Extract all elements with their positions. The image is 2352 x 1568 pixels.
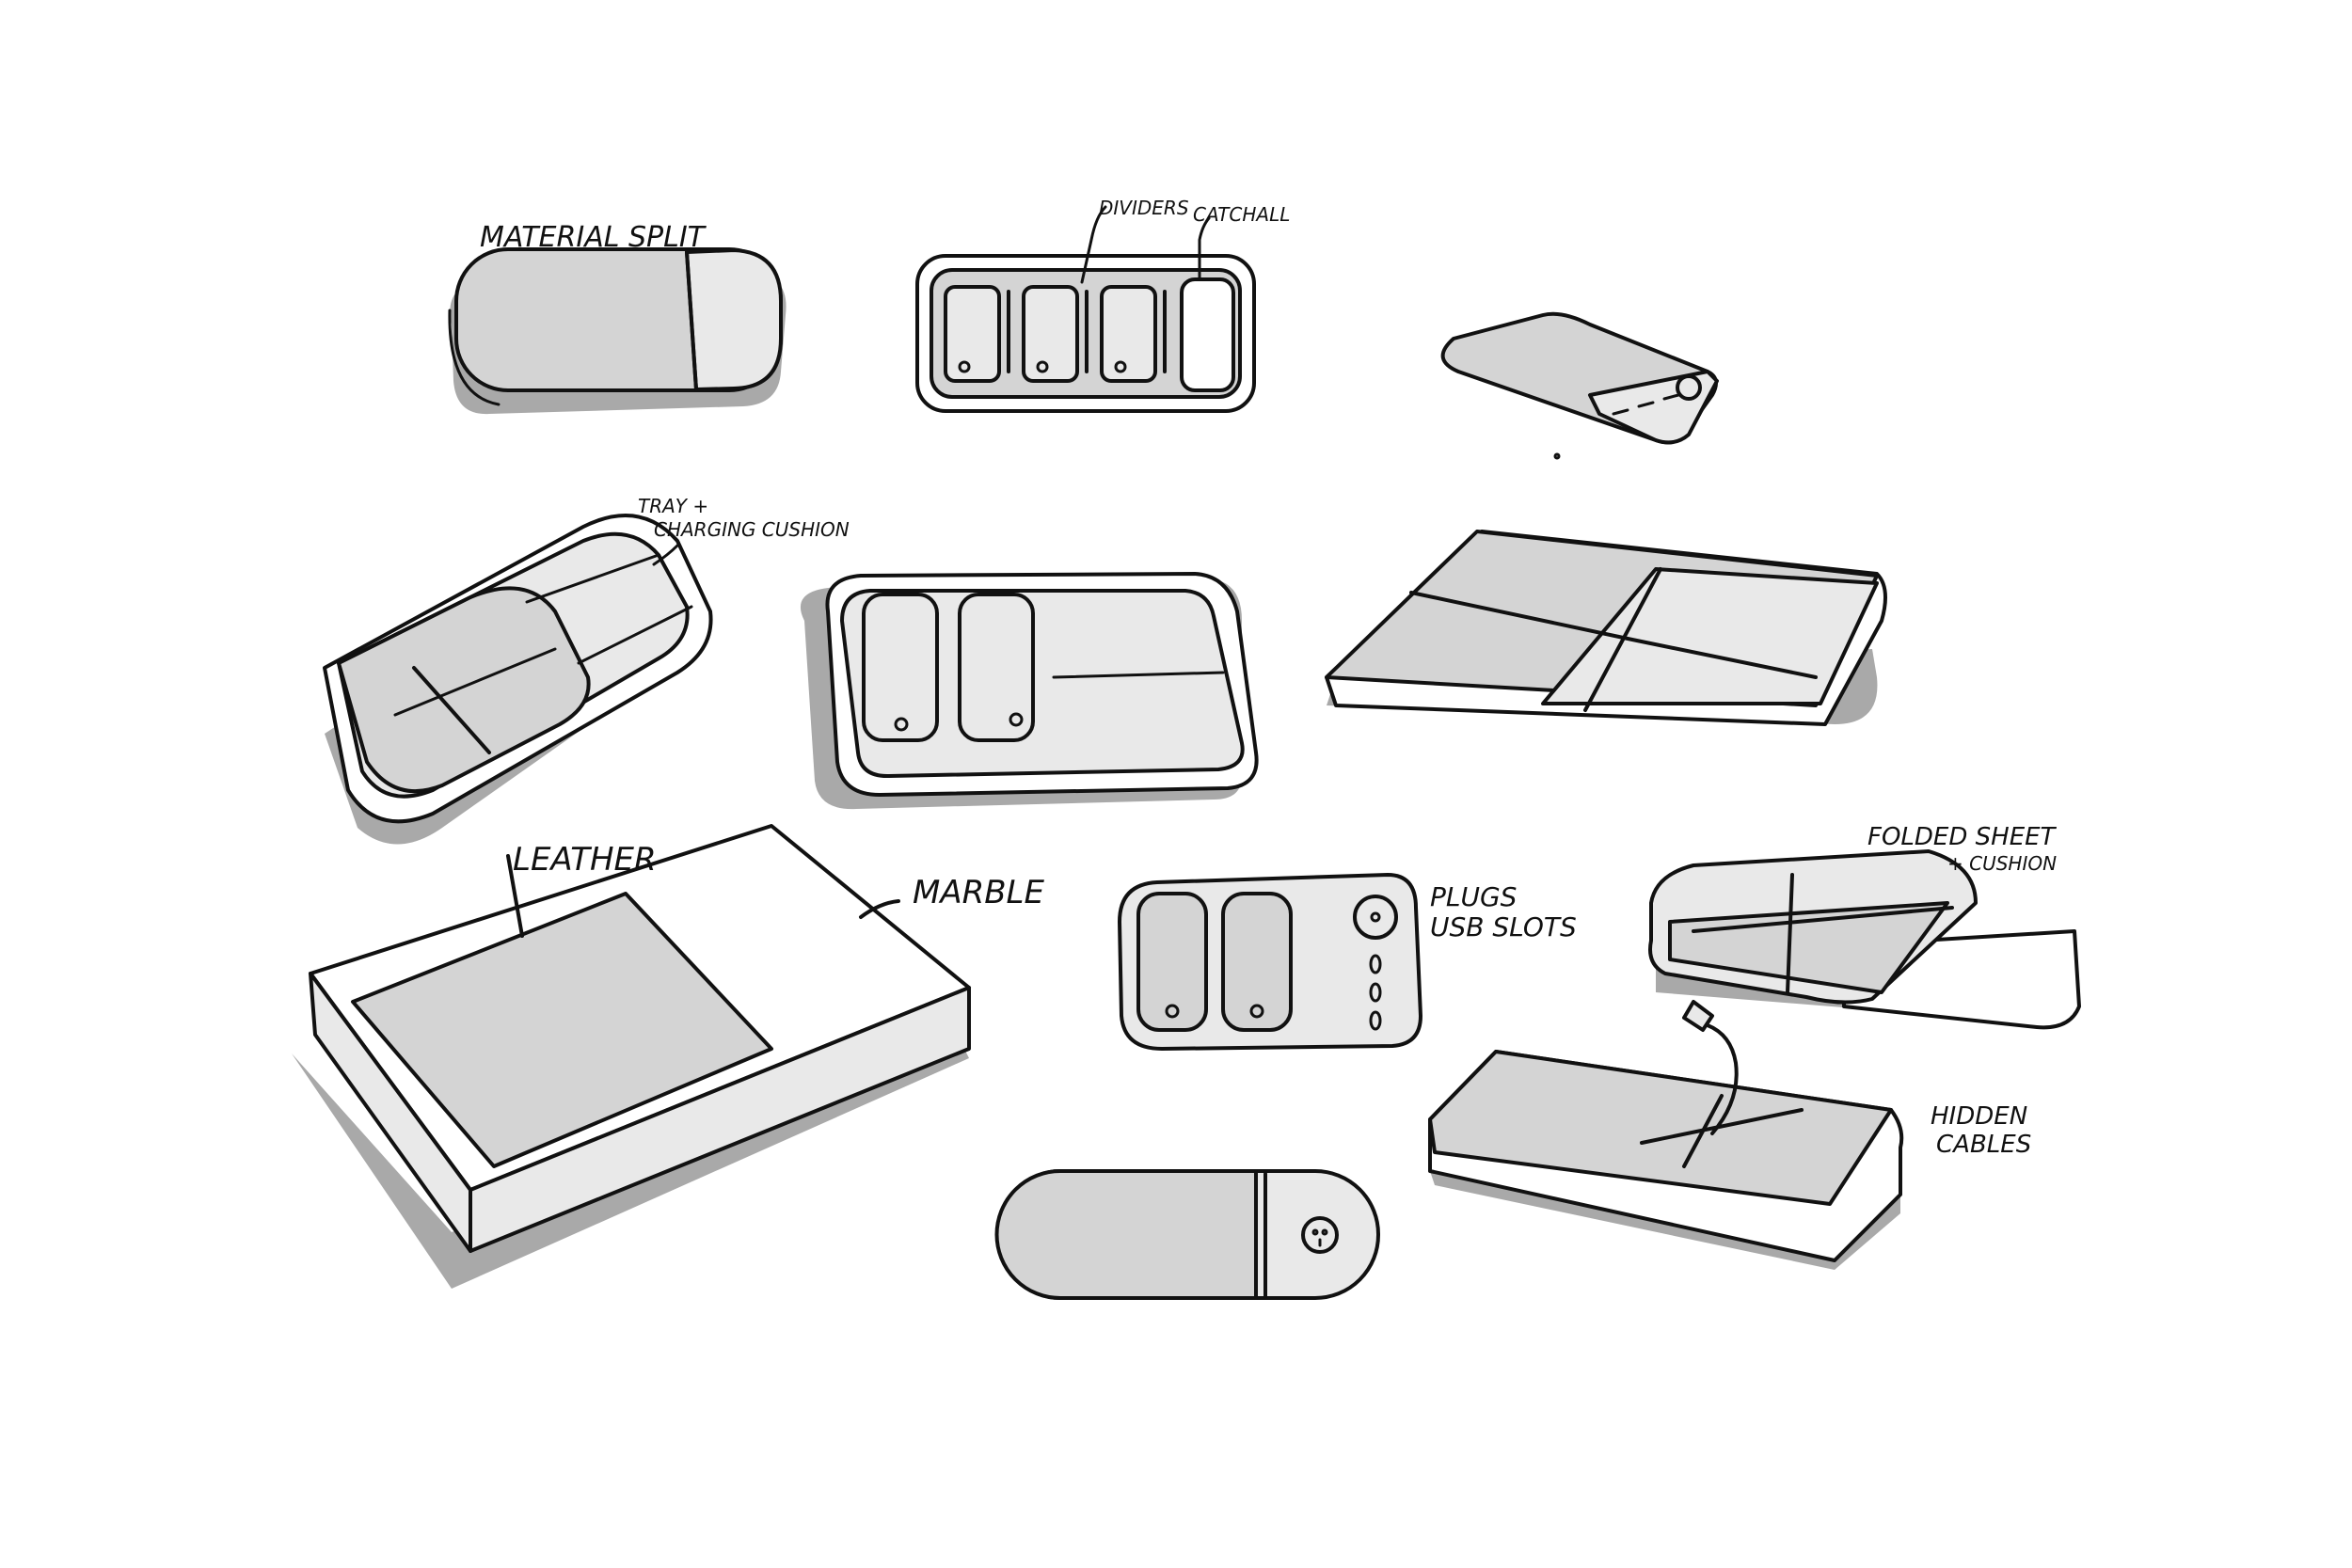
- tray-charging-cushion-sketch: [323, 514, 713, 845]
- dividers-tray-sketch: [915, 205, 1256, 413]
- leather-marble-base-sketch: [292, 824, 971, 1289]
- hidden-cables-sketch: [1428, 1000, 1904, 1270]
- label-marble: MARBLE: [913, 874, 1044, 911]
- label-material-split: MATERIAL SPLIT: [480, 221, 707, 254]
- capsule-material-split-sketch: [994, 1169, 1380, 1300]
- label-tray-line1: TRAY +: [638, 495, 708, 517]
- label-catchall: CATCHALL: [1193, 203, 1290, 226]
- power-bank-sketch: [1440, 311, 1719, 460]
- large-cushion-sketch: [1325, 530, 1887, 726]
- label-hidden-line2: CABLES: [1936, 1131, 2031, 1159]
- label-dividers: DIVIDERS: [1099, 197, 1189, 219]
- label-leather: LEATHER: [513, 841, 657, 879]
- label-plugs-line1: PLUGS: [1430, 881, 1517, 912]
- label-folded-line1: FOLDED SHEET: [1867, 823, 2058, 851]
- label-hidden-line1: HIDDEN: [1931, 1102, 2027, 1131]
- label-folded-line2: + CUSHION: [1947, 852, 2057, 875]
- plugs-usb-tray-sketch: [1118, 873, 1422, 1051]
- label-tray-line2: CHARGING CUSHION: [654, 518, 850, 541]
- folded-sheet-cushion-sketch: [1648, 849, 2081, 1030]
- material-split-pouch-sketch: [448, 247, 787, 415]
- two-pocket-tray-sketch: [800, 572, 1259, 810]
- label-plugs-line2: USB SLOTS: [1430, 911, 1577, 942]
